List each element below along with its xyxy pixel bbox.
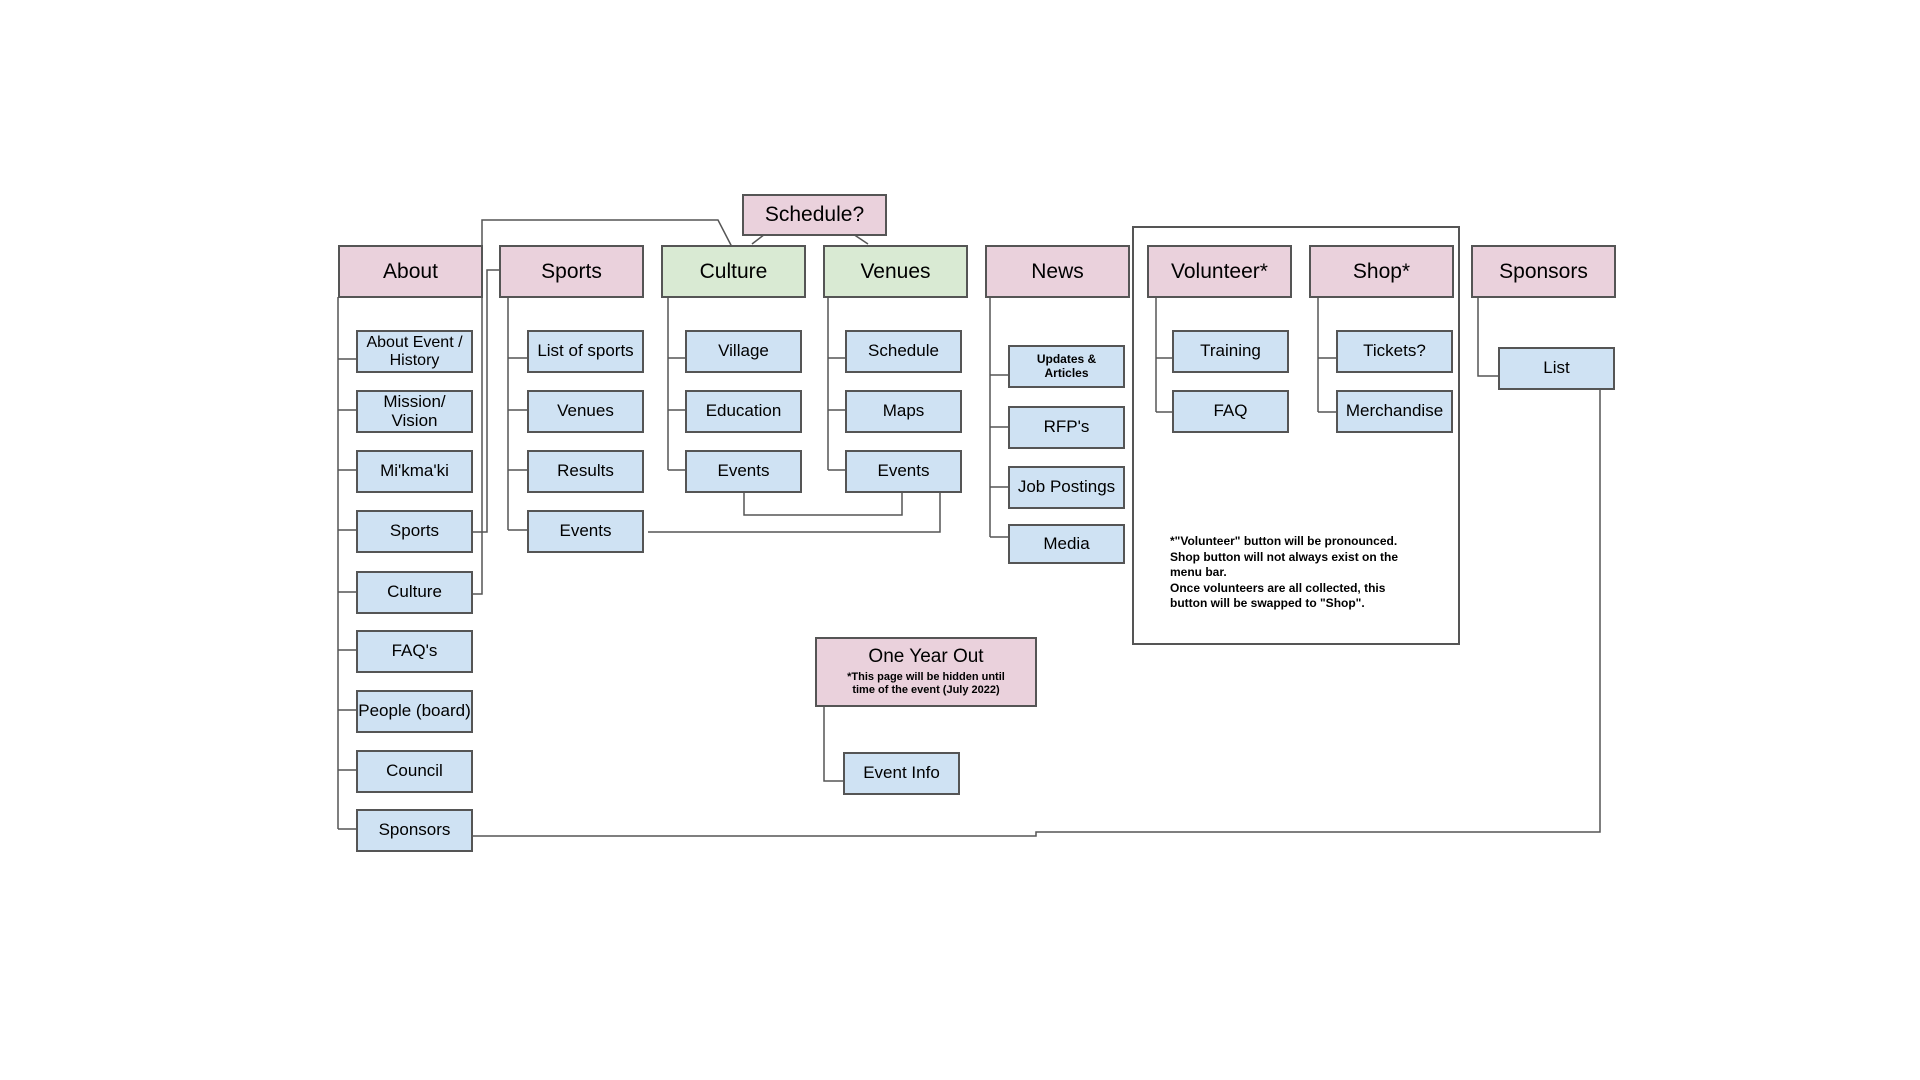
culture-item: Village [685, 330, 802, 373]
culture-node: Culture [661, 245, 806, 298]
venues-item: Schedule [845, 330, 962, 373]
sponsors-item: List [1498, 347, 1615, 390]
news-item: RFP's [1008, 406, 1125, 449]
venues-item: Maps [845, 390, 962, 433]
news-item: Job Postings [1008, 466, 1125, 509]
about-sports-link-line [465, 269, 499, 533]
culture-venues-events-link-line [743, 493, 903, 516]
sponsors-node: Sponsors [1471, 245, 1616, 298]
about-item: Mi'kma'ki [356, 450, 473, 493]
about-item: Sports [356, 510, 473, 553]
one-year-out-note: *This page will be hidden until time of … [847, 671, 1005, 696]
about-item: Council [356, 750, 473, 793]
culture-item: Events [685, 450, 802, 493]
shop-node: Shop* [1309, 245, 1454, 298]
sports-item: Venues [527, 390, 644, 433]
culture-item: Education [685, 390, 802, 433]
about-culture-link-line [460, 219, 734, 595]
sponsors-branch-line [1477, 297, 1498, 377]
sports-item: Results [527, 450, 644, 493]
sponsors-link-line [473, 389, 1601, 837]
one-year-out-branch-line [823, 706, 843, 782]
volunteer-item: Training [1172, 330, 1289, 373]
shop-item: Merchandise [1336, 390, 1453, 433]
venues-item: Events [845, 450, 962, 493]
about-item: Sponsors [356, 809, 473, 852]
about-node: About [338, 245, 483, 298]
sports-item: List of sports [527, 330, 644, 373]
sports-venues-events-link-line [648, 493, 941, 533]
about-item: Culture [356, 571, 473, 614]
schedule-node: Schedule? [742, 194, 887, 236]
about-item: About Event / History [356, 330, 473, 373]
volunteer-item: FAQ [1172, 390, 1289, 433]
news-item: Updates & Articles [1008, 345, 1125, 388]
news-item: Media [1008, 524, 1125, 564]
venues-node: Venues [823, 245, 968, 298]
sports-node: Sports [499, 245, 644, 298]
one-year-out-title: One Year Out [868, 646, 984, 668]
volunteer-node: Volunteer* [1147, 245, 1292, 298]
one-year-out-item: Event Info [843, 752, 960, 795]
sports-item: Events [527, 510, 644, 553]
about-item: People (board) [356, 690, 473, 733]
shop-item: Tickets? [1336, 330, 1453, 373]
news-node: News [985, 245, 1130, 298]
about-item: Mission/ Vision [356, 390, 473, 433]
volunteer-shop-note: *"Volunteer" button will be pronounced. … [1170, 534, 1399, 611]
about-item: FAQ's [356, 630, 473, 673]
volunteer-shop-group-frame [1132, 226, 1460, 645]
one-year-out-node: One Year Out *This page will be hidden u… [815, 637, 1037, 707]
